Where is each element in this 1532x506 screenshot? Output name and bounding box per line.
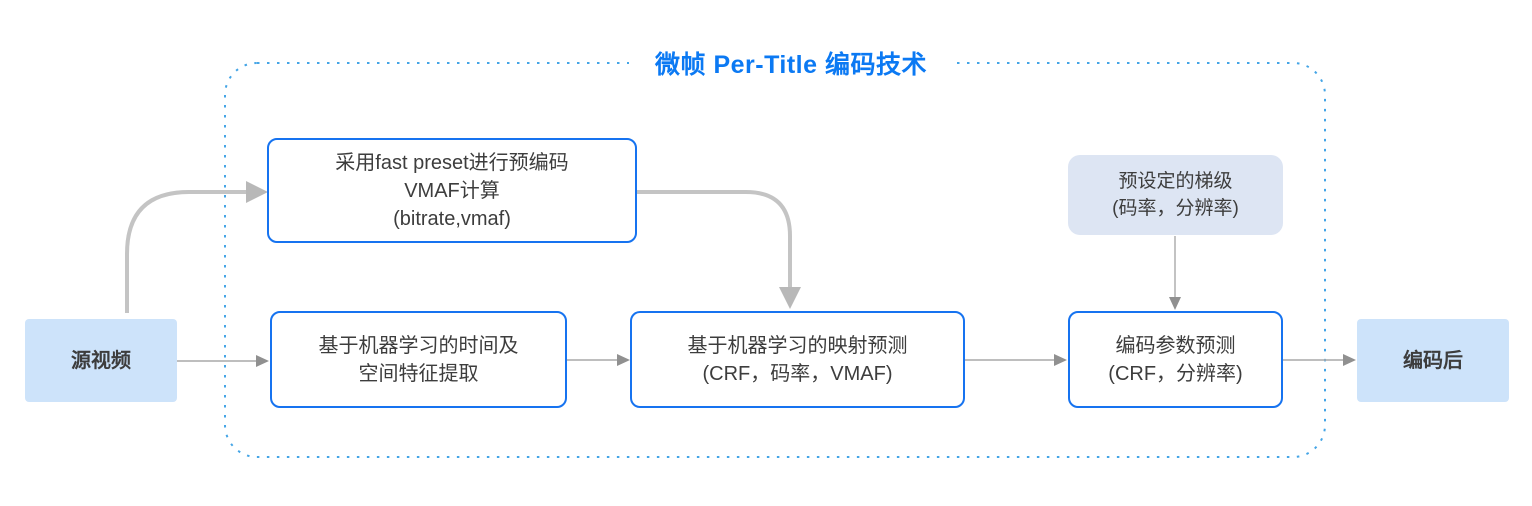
node-param-predict: 编码参数预测 (CRF，分辨率) <box>1068 311 1283 408</box>
node-pre-encode-line-3: (bitrate,vmaf) <box>393 207 511 230</box>
node-param-predict-line-1: 编码参数预测 <box>1115 334 1236 357</box>
node-pre-encode: 采用fast preset进行预编码 VMAF计算 (bitrate,vmaf) <box>267 138 637 243</box>
arrow-source-to-preencode <box>125 181 268 313</box>
node-encoded: 编码后 <box>1357 319 1509 402</box>
arrow-param-to-encoded <box>1283 354 1356 366</box>
node-mapping-predict-line-2: (CRF，码率，VMAF) <box>702 362 893 385</box>
node-preset-ladder: 预设定的梯级 (码率，分辨率) <box>1068 155 1283 235</box>
arrow-ladder-to-param <box>1169 236 1181 310</box>
node-preset-ladder-line-2: (码率，分辨率) <box>1112 198 1239 219</box>
node-source-video-label: 源视频 <box>71 349 131 372</box>
node-param-predict-line-2: (CRF，分辨率) <box>1108 362 1243 385</box>
arrow-source-to-feature <box>177 355 269 367</box>
arrow-feature-to-mapping <box>567 354 630 366</box>
node-mapping-predict-line-1: 基于机器学习的映射预测 <box>687 334 908 357</box>
node-pre-encode-line-1: 采用fast preset进行预编码 <box>335 151 569 174</box>
node-pre-encode-line-2: VMAF计算 <box>404 179 500 202</box>
arrow-mapping-to-param <box>965 354 1067 366</box>
arrow-preencode-to-mapping <box>637 190 801 309</box>
node-mapping-predict: 基于机器学习的映射预测 (CRF，码率，VMAF) <box>630 311 965 408</box>
node-feature-extract-line-1: 基于机器学习的时间及 <box>318 334 519 357</box>
node-source-video: 源视频 <box>25 319 177 402</box>
node-preset-ladder-line-1: 预设定的梯级 <box>1118 171 1233 192</box>
node-encoded-label: 编码后 <box>1403 349 1463 372</box>
node-feature-extract-line-2: 空间特征提取 <box>358 362 479 385</box>
diagram-title: 微帧 Per-Title 编码技术 <box>629 43 953 83</box>
node-feature-extract: 基于机器学习的时间及 空间特征提取 <box>270 311 567 408</box>
